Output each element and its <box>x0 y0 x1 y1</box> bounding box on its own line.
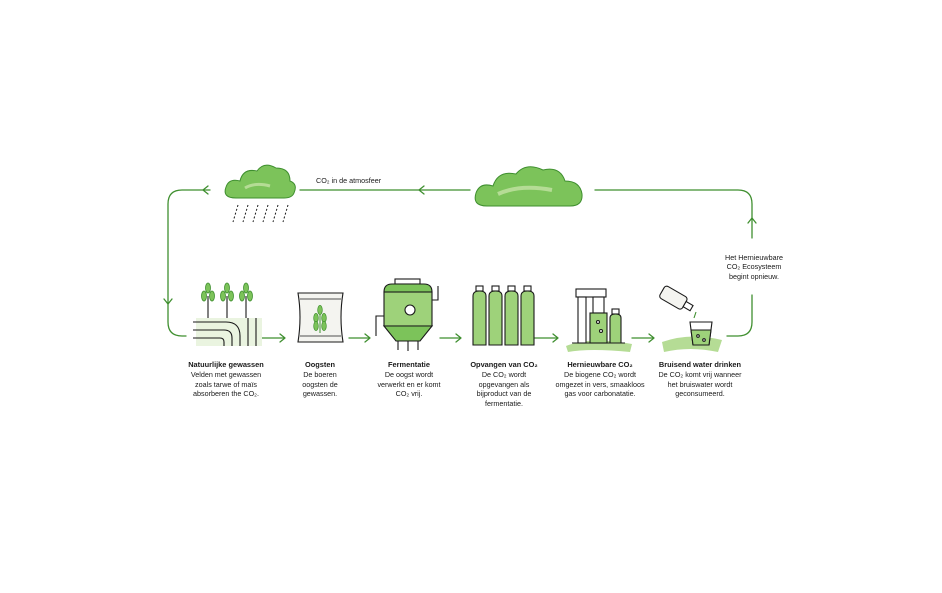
step-description: De boeren oogsten de gewassen. <box>302 370 338 399</box>
arrow-head-left-side <box>163 298 173 305</box>
step-description: De biogene CO₂ wordt omgezet in vers, sm… <box>555 370 645 399</box>
arrow-head-top-middle <box>418 185 425 195</box>
atmosphere-label: CO₂ in de atmosfeer <box>316 176 382 185</box>
arrowheads <box>163 185 757 305</box>
step-title: Oogsten <box>305 360 335 369</box>
arrow-step-4-5 <box>534 333 559 343</box>
cycle-loop <box>167 189 753 337</box>
step-title: Opvangen van CO₂ <box>470 360 538 369</box>
rain-icon <box>232 204 289 223</box>
step-harvest: Oogsten De boeren oogsten de gewassen. <box>280 360 360 399</box>
step-title: Natuurlijke gewassen <box>188 360 264 369</box>
step-co2-capture: Opvangen van CO₂ De CO₂ wordt opgevangen… <box>456 360 552 408</box>
soda-machine-icon <box>566 288 632 352</box>
arrow-step-3-4 <box>439 333 462 343</box>
step-fermentation: Fermentatie De oogst wordt verwerkt en e… <box>361 360 457 399</box>
step-description: Velden met gewassen zoals tarwe of maïs … <box>190 370 262 399</box>
arrow-head-top-left <box>202 185 209 195</box>
arrow-step-5-6 <box>631 333 655 343</box>
grain-sack-icon <box>297 292 344 343</box>
step-title: Hernieuwbare CO₂ <box>567 360 633 369</box>
arrow-head-right <box>747 217 757 224</box>
loop-top-left <box>167 189 211 337</box>
fermentation-tank-icon <box>375 278 439 351</box>
cloud-right-icon <box>474 166 583 207</box>
step-title: Fermentatie <box>388 360 430 369</box>
step-arrows <box>261 333 655 343</box>
loop-right-down <box>726 294 753 337</box>
step-description: De CO₂ wordt opgevangen als bijproduct v… <box>476 370 532 408</box>
step-natural-crops: Natuurlijke gewassen Velden met gewassen… <box>172 360 280 399</box>
step-renewable-co2: Hernieuwbare CO₂ De biogene CO₂ wordt om… <box>544 360 656 399</box>
step-title: Bruisend water drinken <box>658 360 742 369</box>
arrow-step-2-3 <box>348 333 371 343</box>
wheat-field-icon <box>193 282 262 346</box>
gas-cylinders-icon <box>472 285 535 346</box>
arrow-step-1-2 <box>261 333 286 343</box>
restart-label: Het Hernieuwbare CO₂ Ecosysteem begint o… <box>725 253 783 281</box>
step-description: De oogst wordt verwerkt en er komt CO₂ v… <box>377 370 441 399</box>
cloud-left-icon <box>224 164 296 199</box>
step-description: De CO₂ komt vrij wanneer het bruiswater … <box>658 370 742 399</box>
step-sparkling-water: Bruisend water drinken De CO₂ komt vrij … <box>644 360 756 399</box>
loop-top-right <box>594 189 753 239</box>
drinking-glass-icon <box>659 285 722 352</box>
